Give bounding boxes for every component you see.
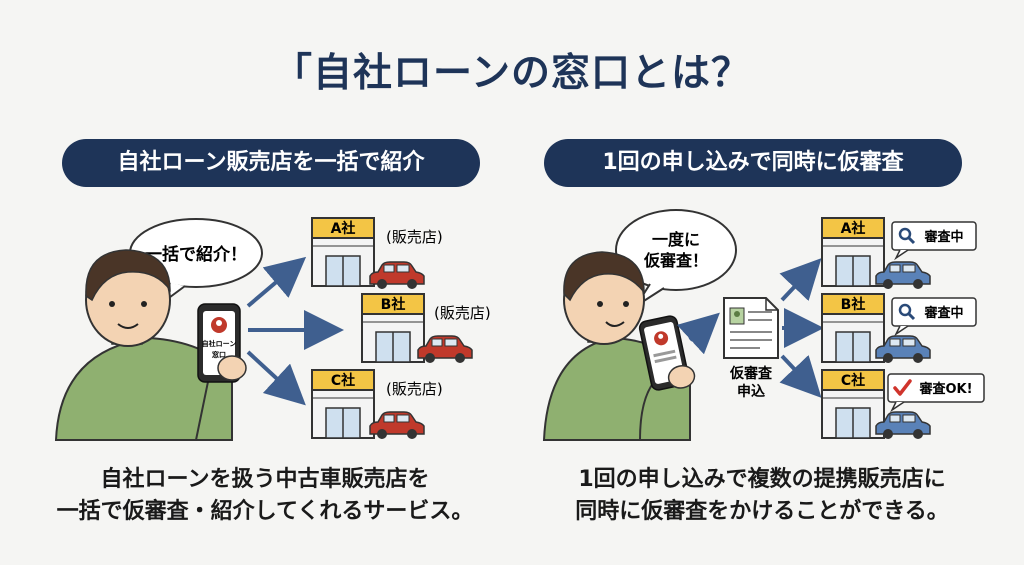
right-caption-line2: 同時に仮審査をかけることができる。: [575, 499, 949, 524]
right-bubble-line2: 仮審査！: [643, 251, 708, 270]
left-caption-line1: 自社ローンを扱う中古車販売店を: [100, 467, 430, 492]
right-person: [542, 251, 691, 441]
arrow-to-shop-a: [246, 256, 307, 308]
status-text: 審査OK!: [918, 381, 972, 397]
shop-name: B社: [841, 296, 866, 313]
phone-label-2: 窓口: [212, 350, 226, 359]
right-section-header: 1回の申し込みで同時に仮審査: [544, 139, 962, 187]
left-shop-b: B社 (販売店): [361, 293, 491, 364]
right-shop-b: B社 審査中: [821, 293, 977, 364]
right-shop-c: C社 審査OK!: [821, 369, 985, 440]
phone-label-1: 自社ローン: [202, 339, 237, 348]
shop-name: B社: [381, 296, 406, 313]
status-text: 審査中: [923, 305, 963, 321]
checkmark-icon: [893, 379, 912, 396]
left-bubble-text: 一括で紹介！: [145, 244, 247, 265]
arrow-to-document: [676, 312, 720, 355]
magnifier-icon: [898, 303, 916, 321]
right-caption-line1: 1回の申し込みで複数の提携販売店に: [578, 467, 946, 492]
status-badge-a: 審査中: [891, 221, 977, 261]
shop-name: A社: [331, 220, 356, 237]
application-document: 仮審査 申込: [723, 297, 779, 400]
status-text: 審査中: [923, 229, 963, 245]
left-caption-line2: 一括で仮審査・紹介してくれるサービス。: [56, 499, 474, 524]
car-icon: [369, 411, 425, 440]
shop-tag: (販売店): [386, 228, 443, 246]
left-section-header: 自社ローン販売店を一括で紹介: [62, 139, 480, 187]
left-shop-c: C社 (販売店): [311, 369, 443, 440]
arrow-to-shop-c: [246, 350, 306, 406]
right-phone: [638, 315, 696, 391]
magnifier-icon: [898, 227, 916, 245]
left-phone: 自社ローン 窓口: [197, 303, 247, 383]
right-bubble-line1: 一度に: [652, 230, 700, 249]
status-badge-b: 審査中: [891, 297, 977, 337]
left-shop-a: A社 (販売店): [311, 217, 443, 290]
shop-name: A社: [841, 220, 866, 237]
right-shop-a: A社 審査中: [821, 217, 977, 290]
shop-name: C社: [841, 372, 865, 389]
left-caption: 自社ローンを扱う中古車販売店を 一括で仮審査・紹介してくれるサービス。: [20, 464, 510, 528]
shop-name: C社: [331, 372, 355, 389]
doc-label-2: 申込: [737, 383, 765, 400]
arrow-to-company-a: [779, 258, 822, 302]
car-icon: [417, 335, 473, 364]
status-badge-c: 審査OK!: [887, 373, 985, 413]
car-icon: [369, 261, 425, 290]
right-caption: 1回の申し込みで複数の提携販売店に 同時に仮審査をかけることができる。: [512, 464, 1012, 528]
arrow-to-company-c: [779, 354, 822, 398]
shop-tag: (販売店): [434, 304, 491, 322]
page-title: 「自社ローンの窓口とは？: [272, 51, 752, 96]
doc-label-1: 仮審査: [729, 365, 773, 382]
shop-tag: (販売店): [386, 380, 443, 398]
